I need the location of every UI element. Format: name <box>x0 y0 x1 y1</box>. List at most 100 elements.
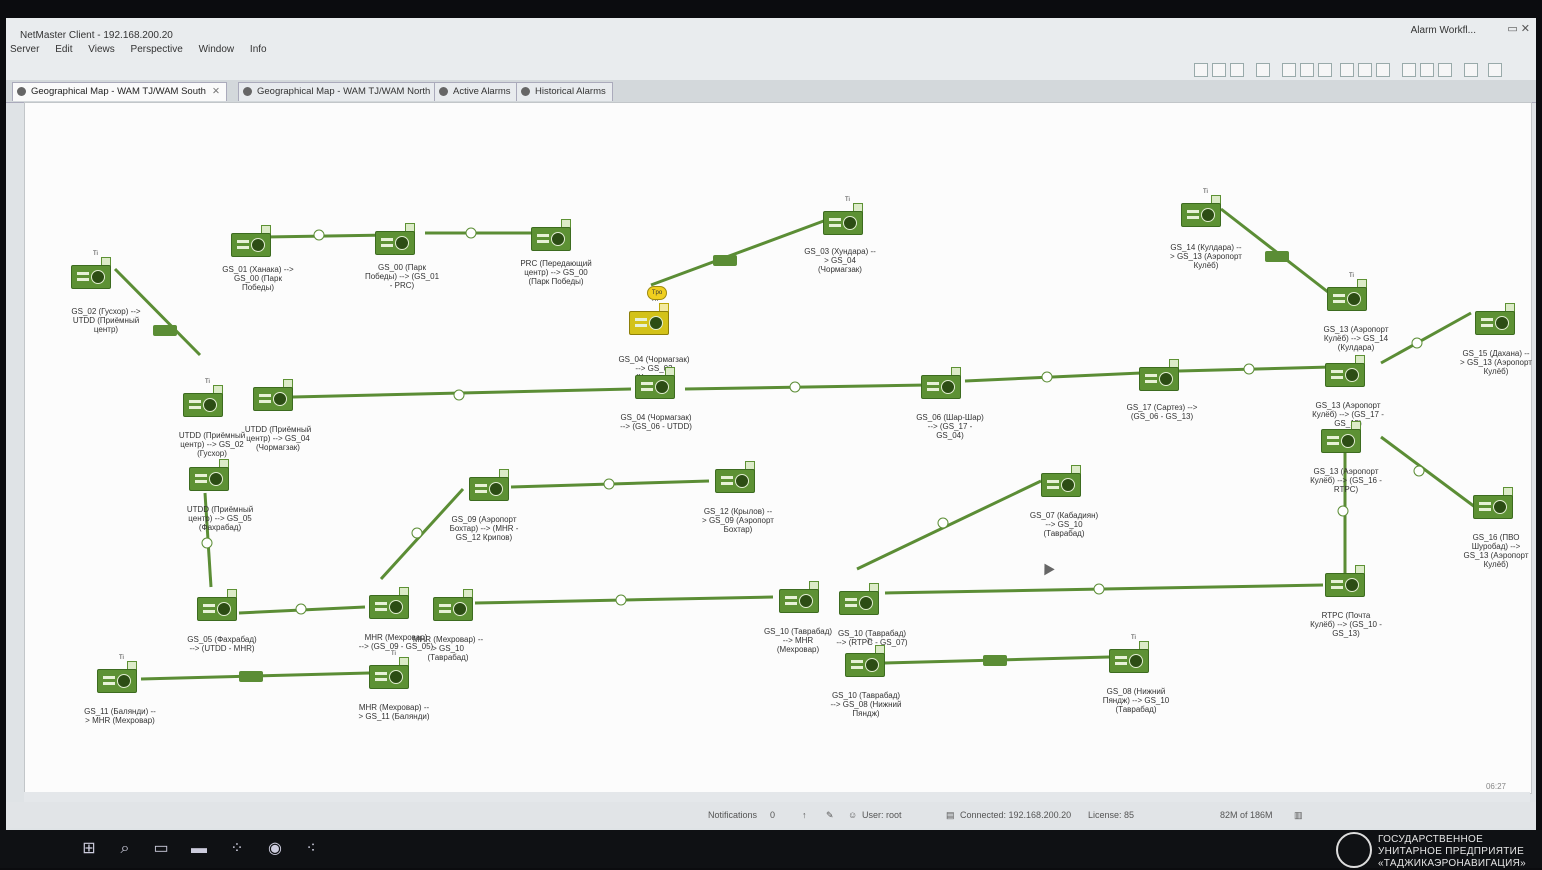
network-node[interactable]: Ti <box>71 251 115 289</box>
notification-icon[interactable]: ↑ <box>802 810 807 820</box>
gear-icon[interactable] <box>1300 63 1314 77</box>
zoom-out-icon[interactable] <box>1420 63 1434 77</box>
bell-icon <box>439 87 448 96</box>
node-tag: Ti <box>867 639 872 645</box>
network-node[interactable] <box>635 367 679 399</box>
alarm-badge[interactable]: Tpo <box>647 286 667 300</box>
search-icon[interactable]: ⌕ <box>120 840 130 857</box>
link-gs04-gs06[interactable] <box>684 383 928 391</box>
menu-views[interactable]: Views <box>88 44 115 55</box>
link-gs13-gs16[interactable] <box>1380 435 1476 509</box>
network-node[interactable] <box>1473 487 1517 519</box>
node-label: GS_10 (Таврабад) --> (RTPC - GS_07) <box>836 629 908 647</box>
network-node[interactable] <box>1325 355 1369 387</box>
network-node[interactable]: Ti <box>823 197 867 235</box>
chrome-icon[interactable]: ◉ <box>268 840 282 857</box>
menu-info[interactable]: Info <box>249 44 267 55</box>
alarm-workflow-title[interactable]: Alarm Workfl... <box>1410 25 1476 36</box>
notifications-label[interactable]: Notifications <box>708 810 758 820</box>
network-node[interactable]: Ti <box>97 655 141 693</box>
network-node[interactable] <box>1041 465 1085 497</box>
node-label: UTDD (Приёмный центр) --> GS_05 (Фахраба… <box>186 505 254 532</box>
zoom-in-icon[interactable] <box>1402 63 1416 77</box>
network-node[interactable] <box>231 225 275 257</box>
network-node[interactable] <box>369 587 413 619</box>
radio-device-icon <box>1473 495 1513 519</box>
menu-window[interactable]: Window <box>198 44 235 55</box>
network-node[interactable] <box>715 461 759 493</box>
up-arrow-icon[interactable] <box>1256 63 1270 77</box>
trash-icon[interactable]: ▥ <box>1294 810 1303 820</box>
network-node[interactable] <box>779 581 823 613</box>
windows-start-icon[interactable]: ⊞ <box>82 840 96 857</box>
link-gs17-gs13[interactable] <box>1178 365 1332 373</box>
node-label: GS_14 (Кулдара) -- > GS_13 (Аэропорт Кул… <box>1170 243 1242 270</box>
menu-edit[interactable]: Edit <box>55 44 73 55</box>
lock-icon[interactable] <box>1194 63 1208 77</box>
refresh-icon[interactable] <box>1230 63 1244 77</box>
network-node[interactable] <box>1321 421 1365 453</box>
grid-icon[interactable] <box>1318 63 1332 77</box>
network-node[interactable]: Ti <box>369 651 413 689</box>
link-gs06-gs17[interactable] <box>964 371 1142 383</box>
link-gs01-gs00[interactable] <box>264 233 388 239</box>
tab-label: Geographical Map - WAM TJ/WAM North <box>257 86 431 97</box>
radio-device-icon <box>715 469 755 493</box>
link-gs04-gs03[interactable] <box>650 217 830 287</box>
network-node[interactable] <box>469 469 513 501</box>
node-label: GS_09 (Аэропорт Бохтар) --> (MHR - GS_12… <box>449 515 519 542</box>
network-node[interactable] <box>921 367 965 399</box>
tab-historical-alarms[interactable]: Historical Alarms <box>516 82 613 101</box>
network-node[interactable] <box>189 459 233 491</box>
tab-geo-map-south[interactable]: Geographical Map - WAM TJ/WAM South✕ <box>12 82 227 101</box>
network-node[interactable] <box>1325 565 1369 597</box>
pointer-icon[interactable] <box>1282 63 1296 77</box>
save-icon[interactable] <box>1212 63 1226 77</box>
close-icon[interactable]: ✕ <box>211 86 220 97</box>
network-node[interactable] <box>531 219 575 251</box>
app-dots-icon[interactable]: ⁘ <box>230 840 244 857</box>
network-node[interactable]: Ti <box>1327 273 1371 311</box>
pin-icon[interactable]: ✎ <box>826 810 834 820</box>
task-view-icon[interactable]: ▭ <box>153 840 169 857</box>
node-label: MHR (Мехровар) -- > GS_10 (Таврабад) <box>412 635 484 662</box>
netmaster-icon[interactable]: ⁖ <box>306 840 316 857</box>
network-node[interactable] <box>375 223 419 255</box>
node-label: PRC (Передающий центр) --> GS_00 (Парк П… <box>520 259 592 286</box>
horizontal-scrollbar[interactable] <box>24 792 1530 802</box>
tab-active-alarms[interactable]: Active Alarms <box>434 82 518 101</box>
menu-server[interactable]: Server <box>10 44 40 55</box>
network-node[interactable] <box>253 379 297 411</box>
dropdown-icon[interactable] <box>1488 63 1502 77</box>
link-gs13-gs15[interactable] <box>1380 311 1472 365</box>
network-node[interactable] <box>1139 359 1183 391</box>
fit-icon[interactable] <box>1438 63 1452 77</box>
radio-device-icon <box>375 231 415 255</box>
tab-geo-map-north[interactable]: Geographical Map - WAM TJ/WAM North <box>238 82 438 101</box>
network-node[interactable]: Ti <box>845 639 889 677</box>
link-gs10-gs07[interactable] <box>856 479 1042 571</box>
network-node[interactable] <box>197 589 241 621</box>
network-node[interactable]: Ti <box>1109 635 1153 673</box>
menu-perspective[interactable]: Perspective <box>130 44 183 55</box>
node-label: GS_06 (Шар-Шар) --> (GS_17 - GS_04) <box>916 413 984 440</box>
node-tag: Ti <box>845 197 850 203</box>
folder-icon[interactable]: ▬ <box>191 840 207 857</box>
network-node[interactable]: Tn <box>629 297 673 335</box>
network-node[interactable]: Ti <box>183 379 227 417</box>
network-node[interactable] <box>839 583 883 615</box>
node-label: GS_10 (Таврабад) --> MHR (Мехровар) <box>763 627 833 654</box>
network-node[interactable]: Ti <box>1181 189 1225 227</box>
link-icon[interactable] <box>1340 63 1354 77</box>
hexagon-icon[interactable] <box>1376 63 1390 77</box>
node-label: GS_13 (Аэропорт Кулёб) --> GS_14 (Кулдар… <box>1323 325 1389 352</box>
window-controls[interactable]: ▭ ✕ <box>1507 23 1530 35</box>
node-label: MHR (Мехровар) --> (GS_09 - GS_05) <box>358 633 434 651</box>
radio-device-icon <box>197 597 237 621</box>
layout-icon[interactable] <box>1464 63 1478 77</box>
network-node[interactable] <box>1475 303 1519 335</box>
link-gs02-utdd[interactable] <box>113 267 202 357</box>
network-node[interactable] <box>433 589 477 621</box>
node-icon[interactable] <box>1358 63 1372 77</box>
